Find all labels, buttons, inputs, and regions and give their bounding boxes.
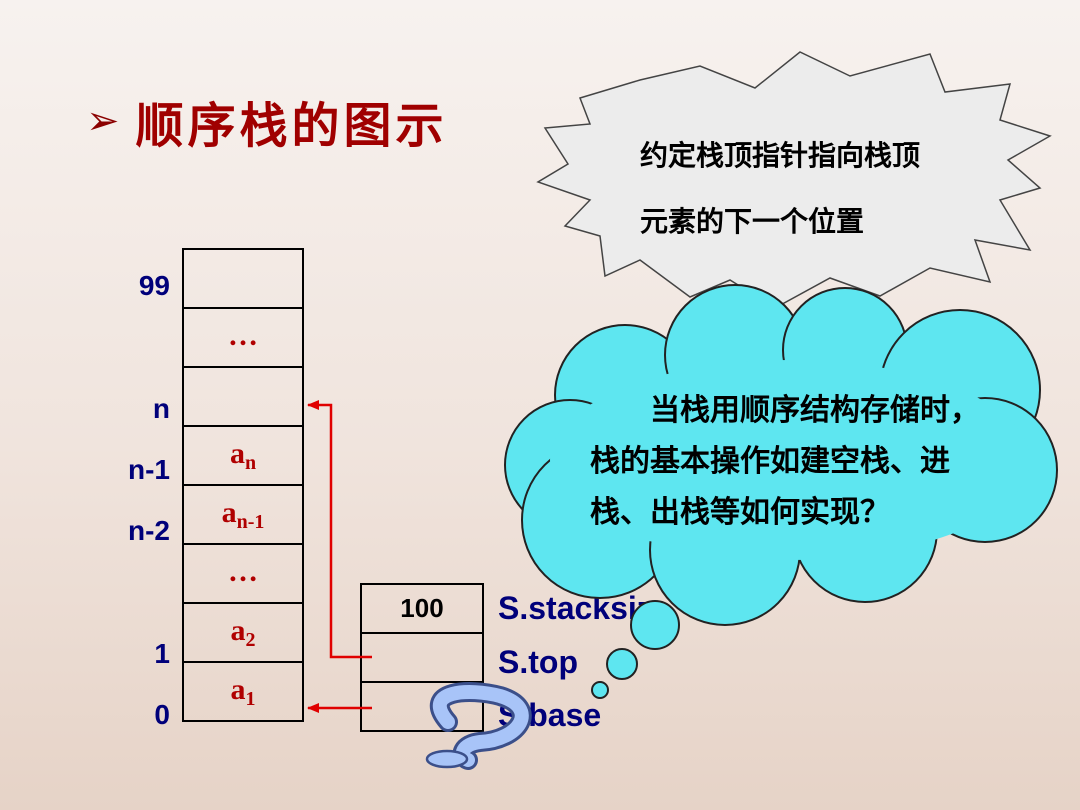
thought-bubble-medium: [606, 648, 638, 680]
stack-cell: …: [182, 543, 304, 604]
note-callout-shape: [536, 51, 1052, 309]
stack-cell: a1: [182, 661, 304, 722]
top-value: [360, 632, 484, 683]
stack-cell: [182, 248, 304, 309]
question-mark-icon: [425, 682, 532, 770]
stack-struct: 100: [360, 583, 484, 732]
stack-array: … an an-1 … a2 a1: [182, 248, 304, 722]
stack-cell: an: [182, 425, 304, 486]
stack-cell: an-1: [182, 484, 304, 545]
stack-cell: [182, 366, 304, 427]
base-value: [360, 681, 484, 732]
index-label-0: 0: [154, 699, 170, 730]
index-label-99: 99: [138, 270, 170, 301]
thought-cloud: [504, 284, 1058, 626]
index-label-n-1: n-1: [128, 454, 170, 485]
cloud-line-1: 当栈用顺序结构存储时，: [590, 393, 980, 428]
field-top: S.top: [498, 644, 578, 680]
note-line-2: 元素的下一个位置: [640, 205, 865, 238]
thought-bubble-small: [591, 681, 609, 699]
cloud-line-3: 栈、出栈等如何实现？: [590, 495, 890, 530]
top-pointer-arrow: [307, 400, 372, 659]
index-label-1: 1: [154, 638, 170, 669]
index-label-n: n: [152, 393, 170, 424]
stack-cell: …: [182, 307, 304, 368]
cloud-line-2: 栈的基本操作如建空栈、进: [590, 444, 950, 479]
stack-cell: a2: [182, 602, 304, 663]
note-line-1: 约定栈顶指针指向栈顶: [640, 139, 921, 172]
index-label-n-2: n-2: [128, 515, 170, 546]
arrow-bullet-icon: ➢: [86, 99, 120, 143]
title-text: 顺序栈的图示: [135, 98, 448, 154]
thought-bubble-large: [630, 600, 680, 650]
slide-title: ➢ 顺序栈的图示: [86, 86, 448, 156]
stacksize-value: 100: [360, 583, 484, 634]
